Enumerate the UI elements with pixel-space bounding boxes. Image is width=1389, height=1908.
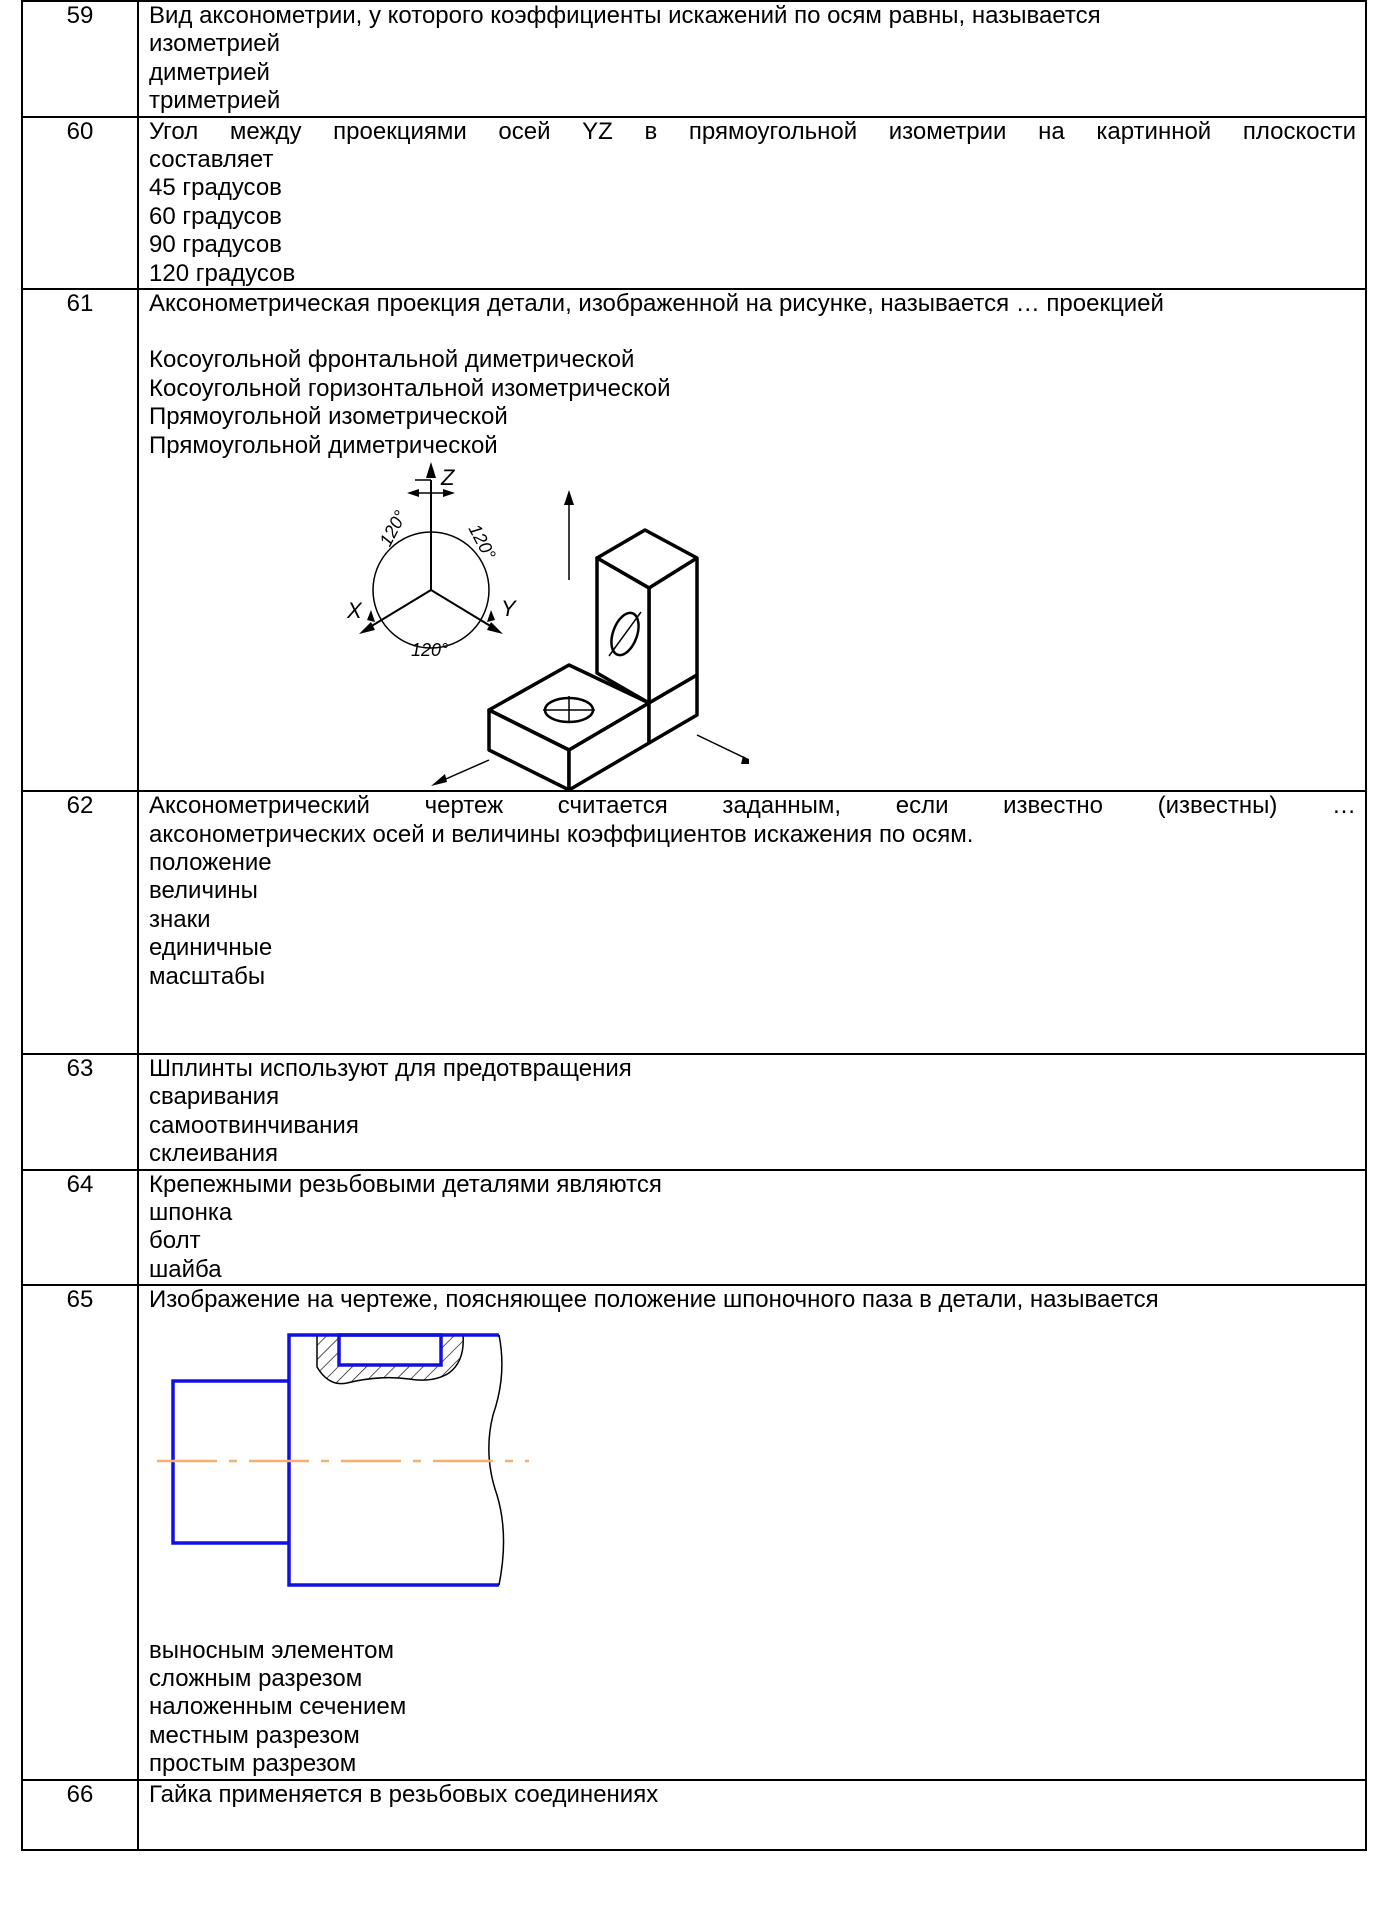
answer-option: наложенным сечением — [149, 1693, 407, 1721]
question-text-line1: Аксонометрический чертеж считается задан… — [149, 792, 1356, 820]
angle-circle — [372, 531, 490, 649]
question-cell: Вид аксонометрии, у которого коэффициент… — [137, 0, 1367, 118]
answer-option: выносным элементом — [149, 1636, 395, 1664]
y-axis-line — [430, 589, 498, 631]
angle-label-right: 120° — [465, 521, 500, 563]
answer-option: единичные — [149, 934, 273, 962]
question-number: 66 — [21, 1778, 139, 1852]
answer-option: 45 градусов — [149, 174, 282, 202]
question-cell: Шплинты используют для предотвращения св… — [137, 1052, 1367, 1171]
shaft-keyway-figure — [157, 1332, 529, 1587]
test-questions-table: 59 Вид аксонометрии, у которого коэффици… — [21, 0, 1367, 1852]
answer-option: Прямоугольной изометрической — [149, 403, 508, 431]
question-cell: Гайка применяется в резьбовых соединения… — [137, 1778, 1367, 1852]
answer-option: Прямоугольной диметрической — [149, 431, 498, 459]
arrow-z-icon — [426, 462, 436, 479]
question-number: 61 — [21, 288, 139, 793]
question-number: 63 — [21, 1052, 139, 1171]
arrow-x-icon — [359, 622, 375, 635]
question-row-59: 59 Вид аксонометрии, у которого коэффици… — [21, 0, 1367, 118]
question-text: Изображение на чертеже, поясняющее полож… — [149, 1286, 1159, 1314]
question-number: 64 — [21, 1168, 139, 1287]
answer-option: положение — [149, 848, 272, 876]
question-row-65: 65 Изображение на чертеже, поясняющее по… — [21, 1284, 1367, 1781]
question-text: Шплинты используют для предотвращения — [149, 1054, 632, 1082]
answer-option: величины — [149, 877, 258, 905]
answer-option: Косоугольной фронтальной диметрической — [149, 346, 635, 374]
answer-option: знаки — [149, 905, 211, 933]
answer-option: самоотвинчивания — [149, 1111, 359, 1139]
question-row-64: 64 Крепежными резьбовыми деталями являют… — [21, 1168, 1367, 1287]
hole-vertical — [610, 611, 640, 657]
question-text-line2: составляет — [149, 146, 274, 174]
answer-option: 120 градусов — [149, 259, 296, 287]
question-row-66: 66 Гайка применяется в резьбовых соедине… — [21, 1778, 1367, 1852]
question-number: 59 — [21, 0, 139, 118]
question-row-62: 62 Аксонометрический чертеж считается за… — [21, 790, 1367, 1055]
answer-option: простым разрезом — [149, 1750, 357, 1778]
answer-option: сложным разрезом — [149, 1665, 363, 1692]
answer-option: шпонка — [149, 1198, 233, 1226]
axis-x-label: X — [346, 598, 363, 623]
break-line — [488, 1334, 505, 1585]
answer-option: диметрией — [149, 58, 270, 86]
question-cell: Аксонометрическая проекция детали, изобр… — [137, 288, 1367, 793]
question-number: 65 — [21, 1284, 139, 1781]
answer-option: 60 градусов — [149, 202, 282, 230]
answer-option: местным разрезом — [149, 1721, 360, 1749]
answer-option: масштабы — [149, 962, 266, 990]
question-text: Вид аксонометрии, у которого коэффициент… — [149, 2, 1101, 29]
answer-option: шайба — [149, 1255, 222, 1283]
answer-option: триметрией — [149, 87, 281, 115]
axis-z-label: Z — [440, 465, 456, 490]
l-bracket-part — [487, 528, 699, 791]
question-cell: Изображение на чертеже, поясняющее полож… — [137, 1284, 1367, 1781]
question-row-61: 61 Аксонометрическая проекция детали, из… — [21, 288, 1367, 793]
question-text: Крепежными резьбовыми деталями являются — [149, 1170, 662, 1198]
isometric-part-figure: Z X Y 120° 120° 120° — [346, 462, 749, 791]
question-row-63: 63 Шплинты используют для предотвращения… — [21, 1052, 1367, 1171]
answer-option: сваривания — [149, 1083, 280, 1111]
question-text-line2: аксонометрических осей и величины коэффи… — [149, 820, 974, 848]
question-text: Аксонометрическая проекция детали, изобр… — [149, 290, 1164, 318]
angle-label-bottom: 120° — [411, 640, 448, 660]
answer-option: Косоугольной горизонтальной изометрическ… — [149, 374, 671, 402]
answer-option: болт — [149, 1227, 201, 1255]
question-number: 60 — [21, 115, 139, 291]
axis-y-label: Y — [501, 596, 517, 621]
keyway-slot — [337, 1332, 443, 1367]
question-number: 62 — [21, 790, 139, 1055]
answer-option: склеивания — [149, 1140, 279, 1168]
question-cell: Аксонометрический чертеж считается задан… — [137, 790, 1367, 1055]
arrow-y-icon — [487, 622, 503, 635]
question-row-60: 60 Угол между проекциями осей YZ в прямо… — [21, 115, 1367, 291]
question-text-line1: Угол между проекциями осей YZ в прямоуго… — [149, 117, 1356, 145]
answer-option: 90 градусов — [149, 231, 282, 259]
answer-option: изометрией — [149, 30, 281, 58]
question-cell: Угол между проекциями осей YZ в прямоуго… — [137, 115, 1367, 291]
question-text: Гайка применяется в резьбовых соединения… — [149, 1780, 659, 1808]
question-cell: Крепежными резьбовыми деталями являются … — [137, 1168, 1367, 1287]
angle-label-left: 120° — [375, 507, 410, 549]
x-axis-line — [364, 589, 432, 631]
